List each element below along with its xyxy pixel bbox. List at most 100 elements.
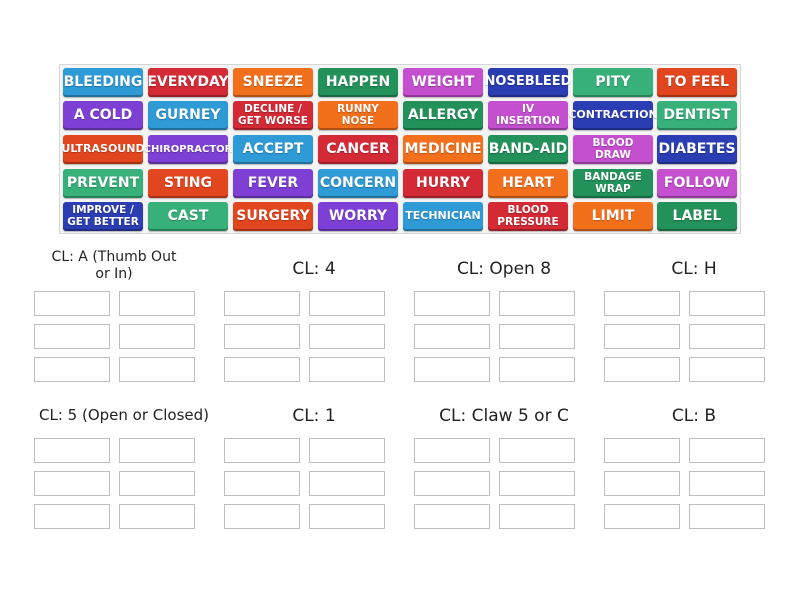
drop-slot[interactable]	[224, 438, 300, 463]
drop-slot[interactable]	[224, 471, 300, 496]
drop-slot[interactable]	[414, 504, 490, 529]
drop-slot[interactable]	[414, 291, 490, 316]
drop-slot[interactable]	[604, 438, 680, 463]
word-tile-band-aid[interactable]: BAND-AID	[488, 135, 568, 164]
drop-slot[interactable]	[499, 291, 575, 316]
category-group: CL: B	[604, 402, 784, 534]
word-tile-allergy[interactable]: ALLERGY	[403, 101, 483, 130]
drop-slot[interactable]	[34, 357, 110, 382]
word-tile-surgery[interactable]: SURGERY	[233, 202, 313, 231]
drop-slot[interactable]	[119, 504, 195, 529]
word-tile-cast[interactable]: CAST	[148, 202, 228, 231]
drop-slot[interactable]	[689, 357, 765, 382]
word-tile-follow[interactable]: FOLLOW	[657, 169, 737, 198]
drop-slot[interactable]	[604, 357, 680, 382]
word-tile-dentist[interactable]: DENTIST	[657, 101, 737, 130]
drop-slot[interactable]	[34, 324, 110, 349]
word-tile-sneeze[interactable]: SNEEZE	[233, 68, 313, 97]
word-tile-decline-get-worse[interactable]: DECLINE /GET WORSE	[233, 101, 313, 130]
drop-slot[interactable]	[499, 357, 575, 382]
drop-slot[interactable]	[309, 291, 385, 316]
drop-slot[interactable]	[34, 438, 110, 463]
category-title: CL: 4	[292, 259, 336, 279]
word-tile-fever[interactable]: FEVER	[233, 169, 313, 198]
word-tile-happen[interactable]: HAPPEN	[318, 68, 398, 97]
word-tile-bleeding[interactable]: BLEEDING	[63, 68, 143, 97]
drop-slot[interactable]	[224, 291, 300, 316]
drop-slot[interactable]	[224, 357, 300, 382]
drop-slot[interactable]	[34, 471, 110, 496]
drop-slot[interactable]	[689, 324, 765, 349]
word-tile-a-cold[interactable]: A COLD	[63, 101, 143, 130]
word-tile-chiropractor[interactable]: CHIROPRACTOR	[144, 135, 232, 164]
drop-slot[interactable]	[119, 324, 195, 349]
word-tile-ultrasound[interactable]: ULTRASOUND	[61, 135, 145, 164]
category-title: CL: H	[671, 259, 717, 279]
drop-slot[interactable]	[119, 471, 195, 496]
word-tile-weight[interactable]: WEIGHT	[403, 68, 483, 97]
drop-slot[interactable]	[309, 438, 385, 463]
word-tile-heart[interactable]: HEART	[488, 169, 568, 198]
word-tile-limit[interactable]: LIMIT	[573, 202, 653, 231]
word-tile-worry[interactable]: WORRY	[318, 202, 398, 231]
word-tile-nosebleed[interactable]: NOSEBLEED	[485, 68, 571, 97]
drop-slot[interactable]	[604, 504, 680, 529]
drop-slot[interactable]	[689, 504, 765, 529]
category-title: CL: Open 8	[456, 259, 552, 279]
category-title: CL: B	[671, 406, 717, 426]
word-tile-contraction[interactable]: CONTRACTION	[568, 101, 658, 130]
word-tile-everyday[interactable]: EVERYDAY	[147, 68, 229, 97]
category-title: CL: Claw 5 or C	[439, 406, 569, 426]
word-tile-accept[interactable]: ACCEPT	[233, 135, 313, 164]
category-group: CL: H	[604, 255, 784, 387]
word-tile-cancer[interactable]: CANCER	[318, 135, 398, 164]
word-tile-hurry[interactable]: HURRY	[403, 169, 483, 198]
drop-slot[interactable]	[309, 504, 385, 529]
drop-slot[interactable]	[499, 324, 575, 349]
category-title: CL: A (Thumb Out or In)	[51, 249, 177, 282]
drop-slot[interactable]	[499, 504, 575, 529]
word-tile-diabetes[interactable]: DIABETES	[657, 135, 737, 164]
word-tile-concern[interactable]: CONCERN	[318, 169, 398, 198]
drop-slot[interactable]	[119, 357, 195, 382]
drop-slot[interactable]	[689, 291, 765, 316]
drop-slot[interactable]	[689, 438, 765, 463]
drop-slot[interactable]	[309, 357, 385, 382]
drop-slot[interactable]	[499, 438, 575, 463]
word-tile-pity[interactable]: PITY	[573, 68, 653, 97]
drop-slot[interactable]	[414, 438, 490, 463]
drop-slot[interactable]	[604, 291, 680, 316]
drop-slot[interactable]	[309, 324, 385, 349]
word-tile-technician[interactable]: TECHNICIAN	[403, 202, 483, 231]
drop-slot[interactable]	[224, 324, 300, 349]
drop-slot[interactable]	[224, 504, 300, 529]
category-group: CL: Open 8	[414, 255, 594, 387]
drop-slot[interactable]	[119, 438, 195, 463]
drop-slot[interactable]	[119, 291, 195, 316]
drop-slot[interactable]	[414, 357, 490, 382]
word-tile-label[interactable]: LABEL	[657, 202, 737, 231]
word-tile-improve-get-better[interactable]: IMPROVE /GET BETTER	[63, 202, 143, 231]
drop-slot[interactable]	[34, 291, 110, 316]
category-group: CL: Claw 5 or C	[414, 402, 594, 534]
drop-slot[interactable]	[689, 471, 765, 496]
category-title: CL: 5 (Open or Closed)	[39, 406, 209, 424]
drop-slot[interactable]	[34, 504, 110, 529]
drop-slot[interactable]	[309, 471, 385, 496]
word-tile-sting[interactable]: STING	[148, 169, 228, 198]
drop-slot[interactable]	[414, 471, 490, 496]
word-tile-prevent[interactable]: PREVENT	[63, 169, 143, 198]
drop-slot[interactable]	[499, 471, 575, 496]
drop-slot[interactable]	[604, 324, 680, 349]
word-tile-to-feel[interactable]: TO FEEL	[657, 68, 737, 97]
category-group: CL: 1	[224, 402, 404, 534]
word-tile-medicine[interactable]: MEDICINE	[403, 135, 483, 164]
drop-slot[interactable]	[604, 471, 680, 496]
word-tile-gurney[interactable]: GURNEY	[148, 101, 228, 130]
drop-slot[interactable]	[414, 324, 490, 349]
